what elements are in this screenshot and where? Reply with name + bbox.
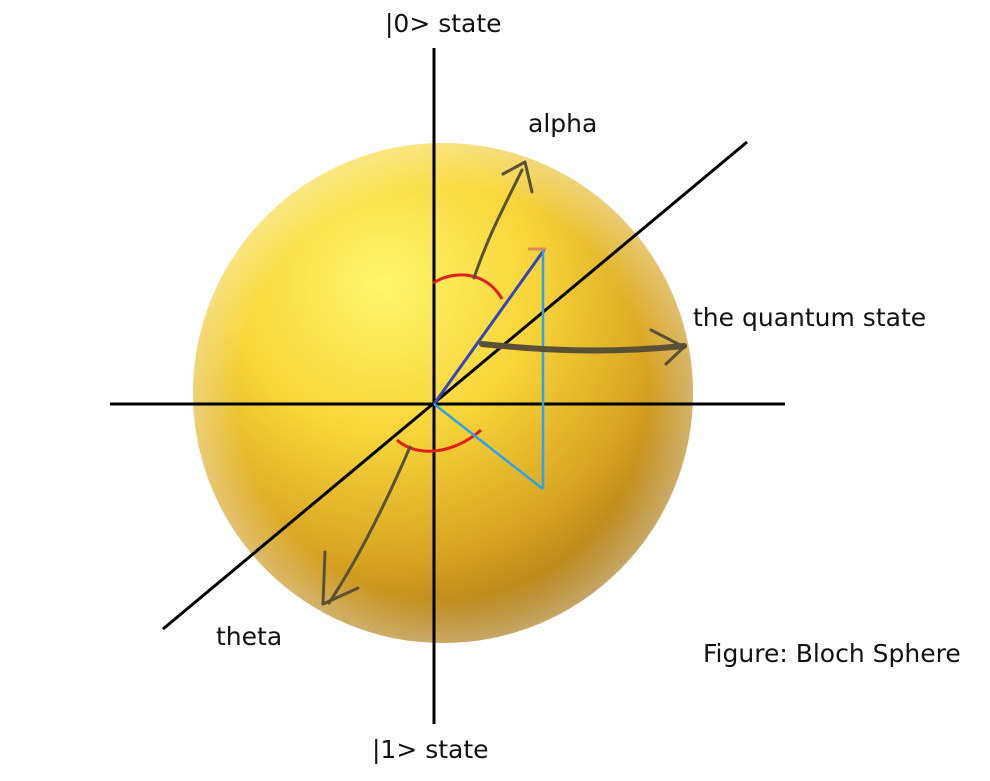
state-vector (432, 249, 546, 405)
y-axis-diagonal (162, 140, 748, 631)
alpha-annotation-arrow-head (501, 160, 534, 194)
quantum-state-annotation-arrow-head (649, 328, 686, 366)
theta-annotation-arrow-shaft (327, 445, 412, 605)
theta-angle-arc (395, 428, 482, 453)
theta-label: theta (216, 622, 283, 651)
zero-state-label: |0> state (385, 9, 502, 38)
alpha-label: alpha (528, 109, 598, 138)
figure-caption: Figure: Bloch Sphere (703, 639, 961, 668)
plane-projection-line (433, 403, 544, 490)
quantum-state-label: the quantum state (693, 303, 927, 332)
alpha-annotation-arrow-shaft (472, 168, 524, 280)
alpha-angle-arc (432, 273, 504, 300)
quantum-state-annotation-arrow-shaft (479, 341, 687, 354)
theta-annotation-arrow-head (321, 550, 360, 606)
one-state-label: |1> state (372, 735, 489, 764)
